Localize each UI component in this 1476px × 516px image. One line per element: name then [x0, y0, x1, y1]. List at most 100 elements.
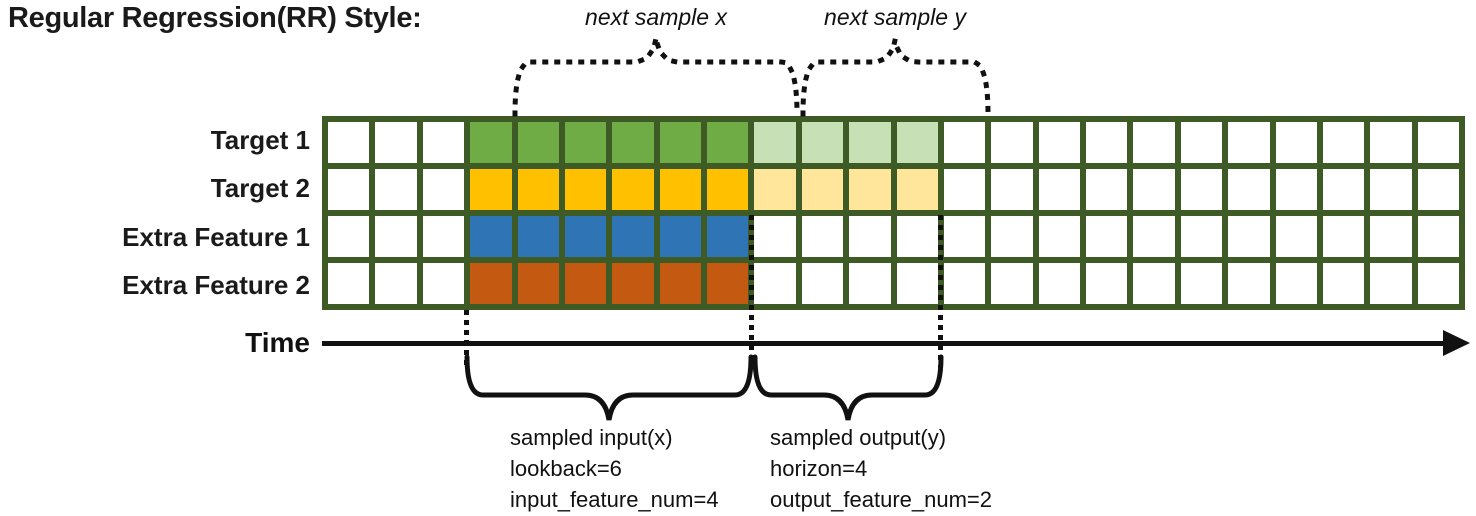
- grid-cell: [328, 263, 370, 304]
- grid-cell: [1038, 263, 1080, 304]
- grid-cell: [991, 122, 1033, 163]
- grid-cell: [470, 263, 512, 304]
- grid-cell: [564, 263, 607, 304]
- row-label: Extra Feature 1: [122, 221, 310, 252]
- grid-cell: [1228, 169, 1270, 210]
- grid-cell: [1086, 169, 1128, 210]
- grid-cell: [754, 216, 796, 257]
- diagram-title: Regular Regression(RR) Style:: [8, 2, 422, 34]
- grid-cell: [896, 216, 938, 257]
- input-start-dotted-line: [464, 310, 469, 368]
- grid-cell: [801, 216, 844, 257]
- grid-cell: [1275, 122, 1317, 163]
- grid: [322, 116, 1465, 310]
- grid-cell: [1228, 122, 1270, 163]
- grid-cell: [1275, 263, 1317, 304]
- grid-cell: [1275, 216, 1317, 257]
- grid-cell: [1370, 216, 1412, 257]
- grid-cell: [754, 263, 796, 304]
- grid-cell: [564, 169, 607, 210]
- grid-cell: [801, 263, 844, 304]
- grid-cell: [991, 169, 1033, 210]
- grid-cell: [659, 216, 701, 257]
- grid-cell: [1133, 263, 1175, 304]
- grid-cell: [375, 169, 417, 210]
- sampled-output-annotation: sampled output(y) horizon=4 output_featu…: [770, 422, 992, 515]
- grid-cell: [1417, 216, 1459, 257]
- grid-cell: [849, 122, 891, 163]
- grid-cell: [707, 169, 749, 210]
- grid-cell: [517, 263, 559, 304]
- grid-cell: [328, 122, 370, 163]
- grid-cell: [659, 122, 701, 163]
- grid-cell: [470, 122, 512, 163]
- next-sample-x-brace: [512, 37, 800, 117]
- grid-cell: [1370, 263, 1412, 304]
- grid-cell: [470, 169, 512, 210]
- grid-cell: [1180, 263, 1223, 304]
- grid-cell: [1133, 216, 1175, 257]
- grid-cell: [1322, 122, 1365, 163]
- sampled-output-title: sampled output(y): [770, 425, 947, 450]
- grid-cell: [612, 216, 654, 257]
- grid-cell: [707, 216, 749, 257]
- grid-cell: [375, 263, 417, 304]
- grid-cell: [422, 169, 465, 210]
- grid-cell: [849, 263, 891, 304]
- grid-cell: [1038, 169, 1080, 210]
- grid-cell: [375, 122, 417, 163]
- grid-cell: [801, 122, 844, 163]
- grid-cell: [422, 263, 465, 304]
- grid-cell: [1370, 169, 1412, 210]
- time-axis-arrowhead-icon: [1443, 330, 1470, 356]
- sampled-input-title: sampled input(x): [510, 425, 673, 450]
- grid-cell: [896, 263, 938, 304]
- next-sample-y-label: next sample y: [824, 4, 966, 30]
- grid-cell: [896, 122, 938, 163]
- grid-cell: [564, 216, 607, 257]
- time-axis-line: [322, 341, 1444, 346]
- grid-cell: [1038, 122, 1080, 163]
- sampled-output-brace: [752, 354, 944, 421]
- grid-cell: [1228, 263, 1270, 304]
- grid-cell: [754, 122, 796, 163]
- grid-cell: [991, 263, 1033, 304]
- row-label: Target 1: [210, 124, 310, 155]
- grid-cell: [564, 122, 607, 163]
- grid-cell: [1180, 169, 1223, 210]
- grid-cell: [1086, 263, 1128, 304]
- time-axis-label: Time: [245, 327, 310, 358]
- grid-cell: [1322, 169, 1365, 210]
- grid-cell: [754, 169, 796, 210]
- grid-cell: [1180, 216, 1223, 257]
- grid-cell: [1417, 122, 1459, 163]
- grid-cell: [612, 122, 654, 163]
- grid-cell: [659, 169, 701, 210]
- input-feature-num-value: input_feature_num=4: [510, 487, 719, 512]
- grid-cell: [328, 169, 370, 210]
- grid-cell: [1322, 216, 1365, 257]
- grid-cell: [470, 216, 512, 257]
- grid-cell: [1228, 216, 1270, 257]
- grid-cell: [517, 169, 559, 210]
- grid-cell: [707, 263, 749, 304]
- grid-cell: [896, 169, 938, 210]
- grid-cell: [1322, 263, 1365, 304]
- grid-cell: [328, 216, 370, 257]
- grid-cell: [517, 216, 559, 257]
- grid-cell: [943, 169, 986, 210]
- sampled-input-brace: [464, 354, 754, 421]
- grid-cell: [612, 169, 654, 210]
- grid-cell: [1180, 122, 1223, 163]
- input-end-dotted-line: [749, 215, 754, 368]
- grid-cell: [375, 216, 417, 257]
- grid-cell: [517, 122, 559, 163]
- grid-cell: [707, 122, 749, 163]
- next-sample-y-brace: [800, 39, 991, 117]
- grid-cell: [801, 169, 844, 210]
- grid-cell: [1275, 169, 1317, 210]
- next-sample-x-label: next sample x: [585, 4, 727, 30]
- lookback-value: lookback=6: [510, 456, 622, 481]
- grid-cell: [1038, 216, 1080, 257]
